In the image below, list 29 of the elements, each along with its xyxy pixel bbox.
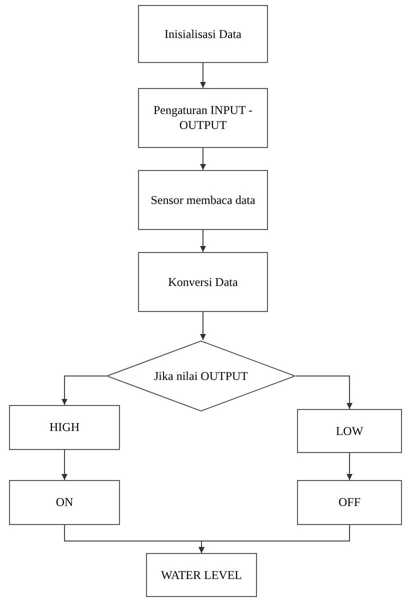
arrow [62, 450, 68, 480]
decision-label: Jika nilai OUTPUT [154, 368, 248, 384]
arrow [62, 376, 106, 406]
process-box [146, 553, 257, 597]
process-label: ON [56, 495, 74, 510]
process-label: Sensor membaca data [150, 192, 256, 208]
arrow [198, 524, 350, 554]
arrow [200, 62, 206, 88]
process-box [138, 5, 268, 63]
process-box [138, 88, 268, 148]
process-box [9, 405, 120, 450]
process-box [297, 409, 402, 453]
arrow [200, 148, 206, 170]
arrow [296, 376, 352, 410]
process-label: WATER LEVEL [161, 568, 242, 582]
arrow [200, 230, 206, 252]
process-box [138, 170, 268, 230]
process-label: LOW [336, 424, 364, 438]
arrow [346, 452, 352, 480]
decision-diamond [106, 340, 296, 412]
process-box [9, 480, 120, 525]
arrow [200, 312, 206, 340]
process-box [297, 480, 402, 525]
process-label: Konversi Data [168, 274, 238, 290]
process-label: HIGH [50, 420, 80, 435]
process-label: Pengaturan INPUT - OUTPUT [152, 103, 254, 133]
process-box [138, 252, 268, 312]
process-label: Inisialisasi Data [164, 26, 242, 42]
process-label: OFF [338, 495, 360, 510]
